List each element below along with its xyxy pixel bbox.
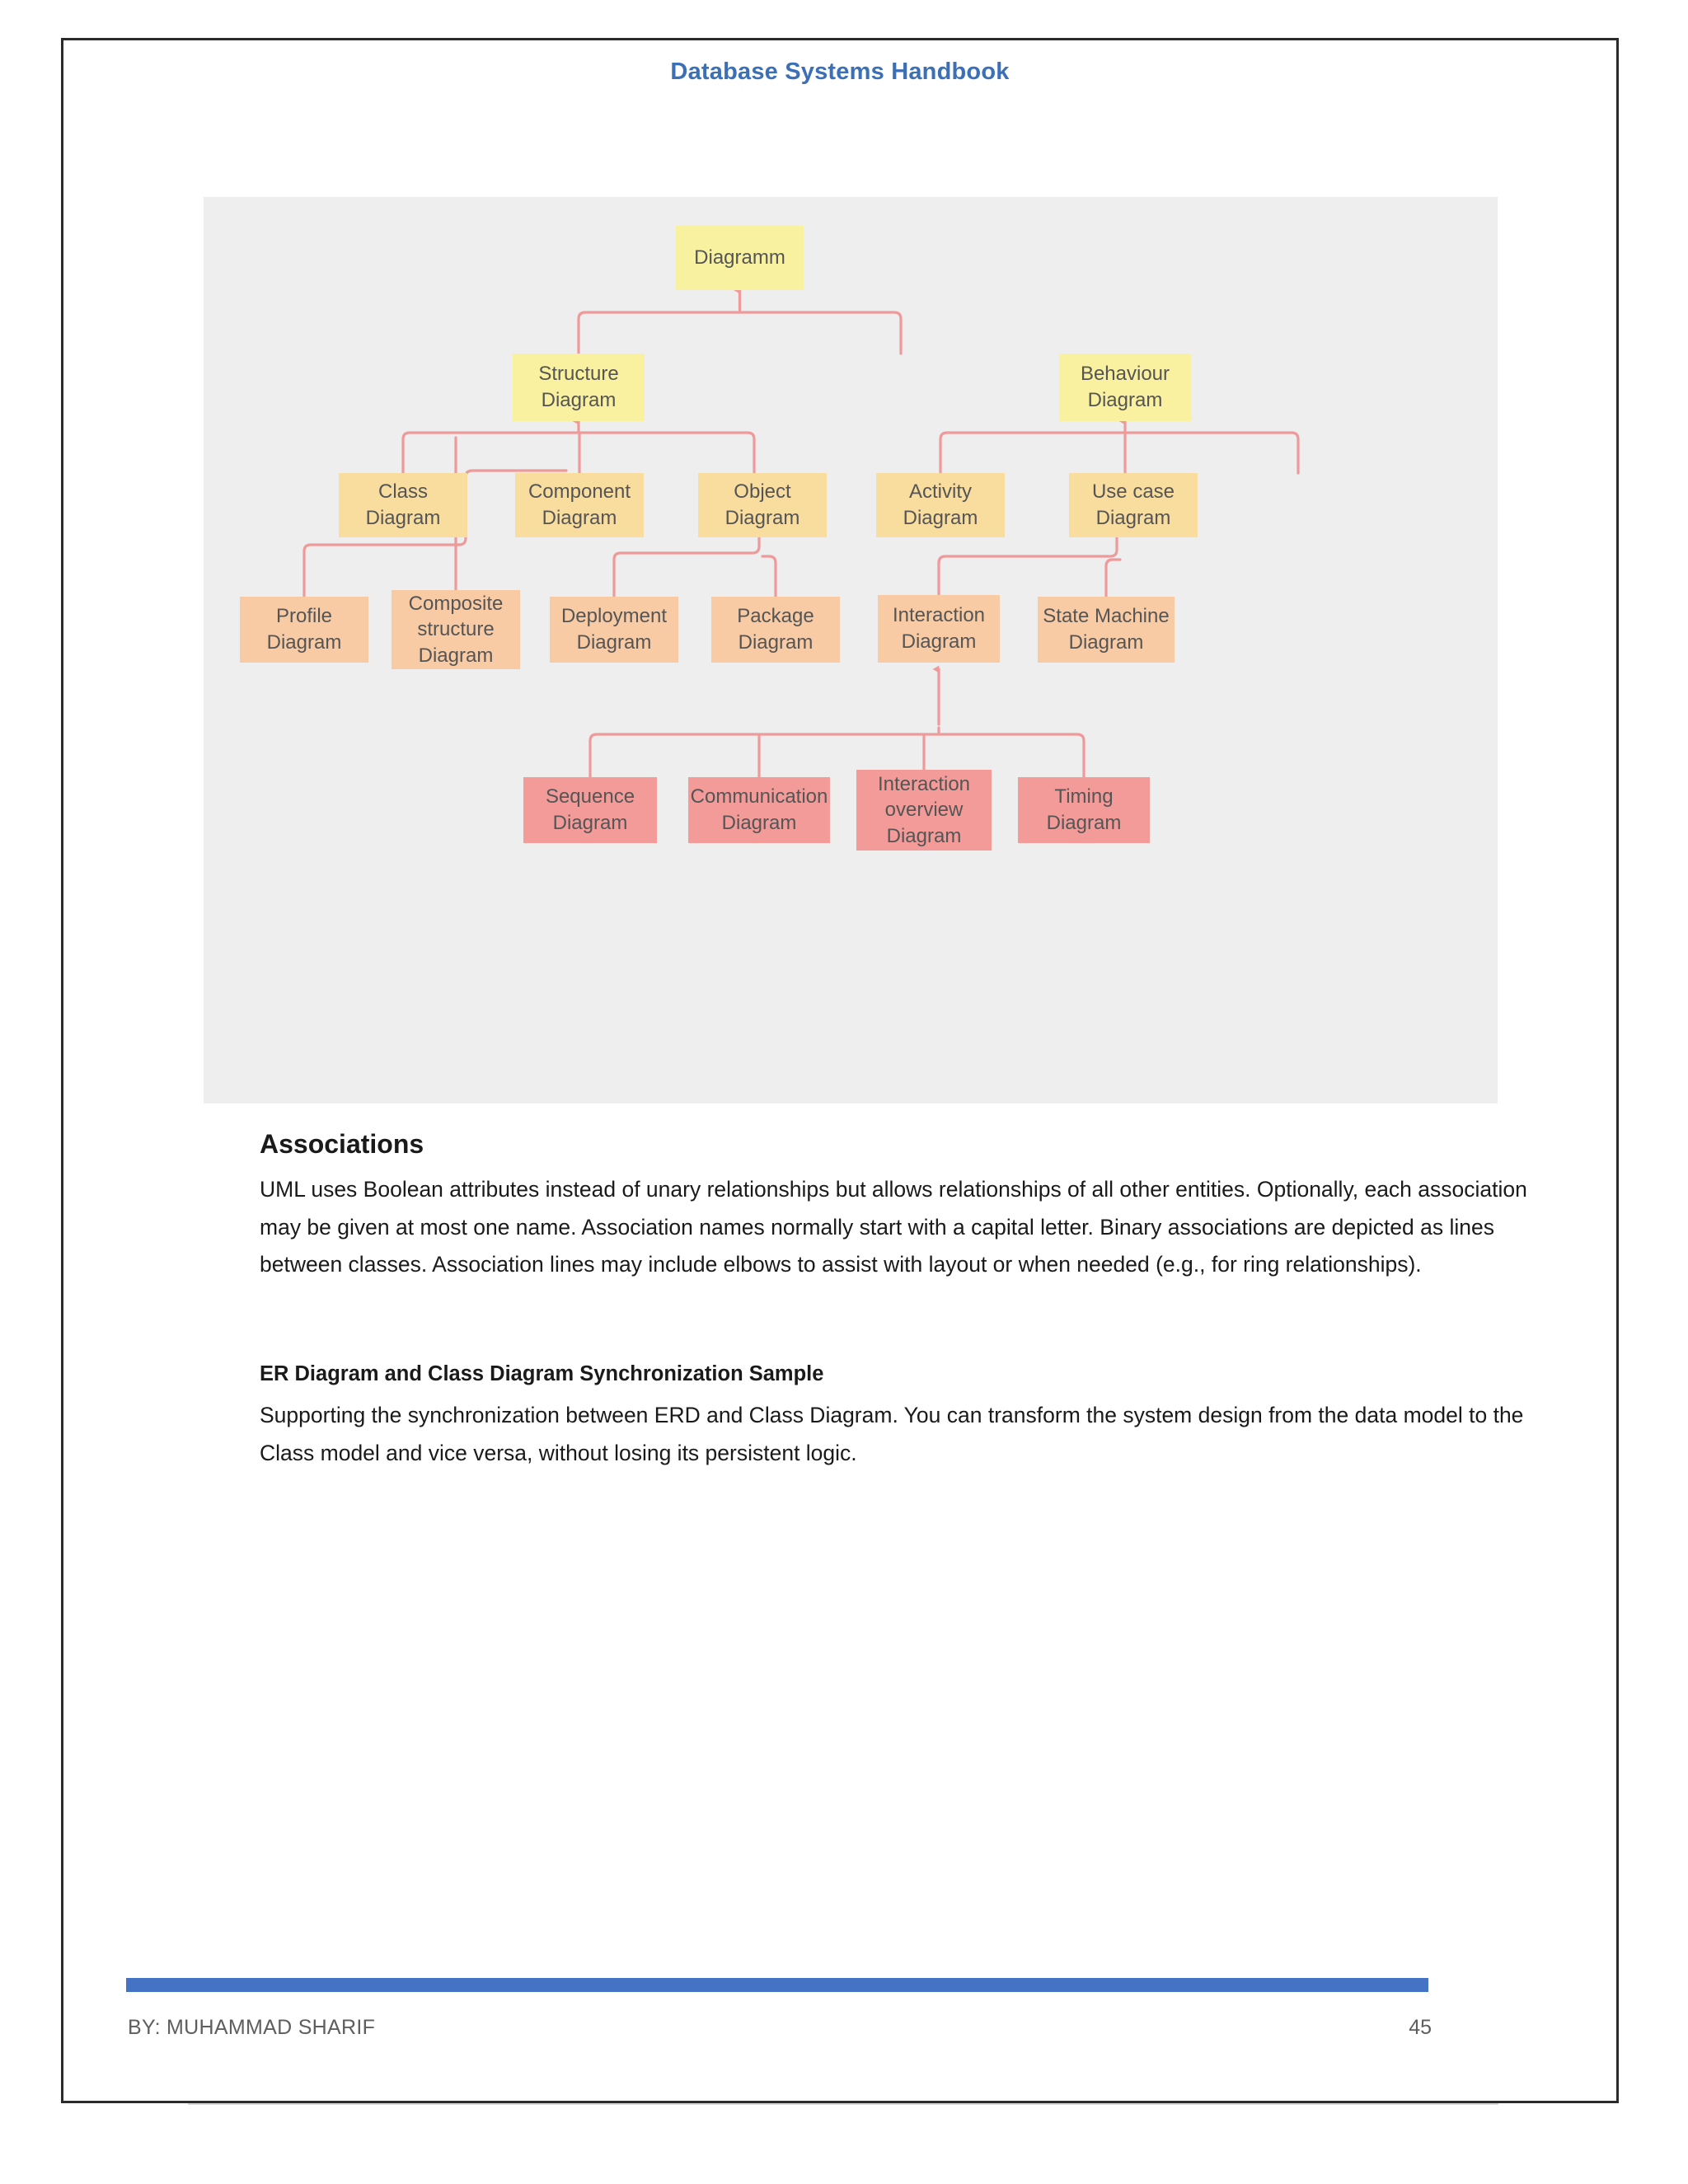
node-class-diagram[interactable]: Class Diagram (339, 473, 467, 537)
node-state-machine-diagram[interactable]: State Machine Diagram (1038, 597, 1175, 663)
node-use-case-diagram[interactable]: Use case Diagram (1069, 473, 1198, 537)
footer-divider (126, 1978, 1428, 1992)
page-frame: Database Systems Handbook (61, 38, 1619, 2103)
node-interaction-diagram[interactable]: Interaction Diagram (878, 595, 1000, 663)
node-diagramm[interactable]: Diagramm (676, 226, 804, 290)
node-interaction-overview-diagram[interactable]: Interaction overview Diagram (856, 770, 992, 851)
footer-page-number: 45 (1409, 2016, 1432, 2039)
node-communication-diagram[interactable]: Communication Diagram (688, 777, 830, 843)
er-sync-paragraph: Supporting the synchronization between E… (260, 1403, 1524, 1465)
node-package-diagram[interactable]: Package Diagram (711, 597, 840, 663)
node-component-diagram[interactable]: Component Diagram (515, 473, 644, 537)
footer-author: BY: MUHAMMAD SHARIF (128, 2016, 376, 2039)
page-title: Database Systems Handbook (670, 59, 1010, 85)
uml-diagram-taxonomy: Diagramm Structure Diagram Behaviour Dia… (204, 197, 1498, 1104)
node-activity-diagram[interactable]: Activity Diagram (876, 473, 1005, 537)
node-timing-diagram[interactable]: Timing Diagram (1018, 777, 1150, 843)
node-object-diagram[interactable]: Object Diagram (698, 473, 827, 537)
node-composite-structure-diagram[interactable]: Composite structure Diagram (392, 590, 520, 669)
associations-heading: Associations (260, 1129, 424, 1159)
node-sequence-diagram[interactable]: Sequence Diagram (523, 777, 657, 843)
node-deployment-diagram[interactable]: Deployment Diagram (550, 597, 678, 663)
er-sync-heading: ER Diagram and Class Diagram Synchroniza… (260, 1362, 824, 1385)
associations-paragraph: UML uses Boolean attributes instead of u… (260, 1177, 1527, 1277)
node-profile-diagram[interactable]: Profile Diagram (240, 597, 368, 663)
bottom-hairline (188, 2103, 1498, 2105)
node-behaviour-diagram[interactable]: Behaviour Diagram (1059, 354, 1191, 421)
page-content: Database Systems Handbook (63, 40, 1616, 2101)
node-structure-diagram[interactable]: Structure Diagram (513, 354, 645, 421)
